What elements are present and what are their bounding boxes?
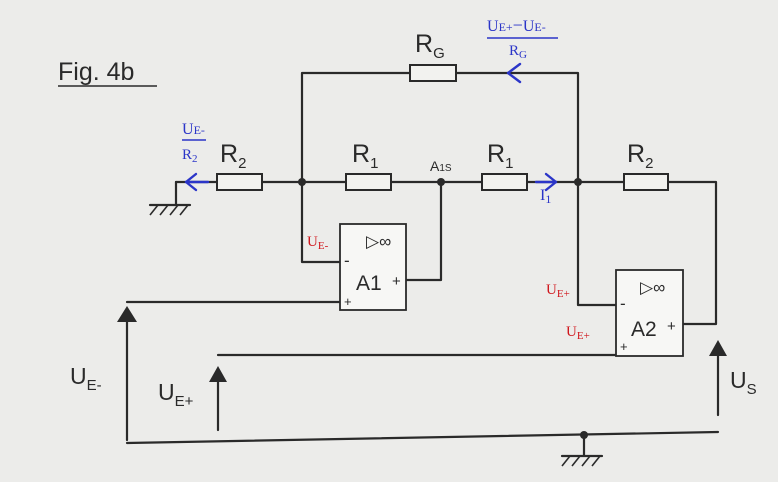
resistor-rg xyxy=(409,64,457,82)
opamp-a1-gain: ▷∞ xyxy=(366,232,391,251)
annotation-r2-current-denominator: R2 xyxy=(182,147,198,165)
opamp-a2-in-plus: + xyxy=(620,339,628,354)
label-r1-right: R1 xyxy=(487,140,513,172)
label-rg: RG xyxy=(415,30,445,62)
resistor-r1-left xyxy=(345,173,392,191)
wire-a2-minus xyxy=(576,180,618,307)
annotation-rg-current-numerator: UE+−UE- xyxy=(487,15,546,35)
label-r2-left: R2 xyxy=(220,140,246,172)
opamp-a2-minus: - xyxy=(620,294,626,313)
label-ue-minus: UE- xyxy=(70,363,102,394)
wire-rg-left xyxy=(300,71,412,184)
figure-label: Fig. 4b xyxy=(58,58,134,86)
label-ue-plus: UE+ xyxy=(158,379,194,410)
label-r1-left: R1 xyxy=(352,140,378,172)
annotation-r2-current-numerator: UE- xyxy=(182,121,205,138)
annotation-i1: I1 xyxy=(540,187,551,206)
wire-a1-output xyxy=(404,180,443,282)
ground-hatch xyxy=(159,204,169,216)
wire-a2-feedback xyxy=(666,180,718,326)
ground-hatch xyxy=(561,455,571,467)
label-node-a1s: A1S xyxy=(430,158,452,174)
opamp-a1 xyxy=(339,223,407,311)
opamp-a2-out-plus: + xyxy=(667,318,676,335)
annotation-rg-current-denominator: RG xyxy=(509,43,527,61)
junction-dot xyxy=(437,178,445,186)
opamp-a1-out-plus: + xyxy=(392,273,401,290)
resistor-r2-left xyxy=(216,173,263,191)
arrow-ue-plus-head xyxy=(209,366,227,382)
junction-dot xyxy=(574,178,582,186)
wire-a1-minus xyxy=(300,180,342,264)
opamp-a1-name: A1 xyxy=(356,272,382,295)
arrow-rg-current xyxy=(506,62,522,84)
resistor-r2-right xyxy=(623,173,669,191)
opamp-a1-minus: - xyxy=(344,251,350,270)
opamp-a2-name: A2 xyxy=(631,318,657,341)
arrow-ue-minus-head xyxy=(117,306,137,322)
annotation-a1-minus-voltage: UE- xyxy=(307,234,329,252)
label-us: US xyxy=(730,367,757,398)
ground-hatch xyxy=(169,204,179,216)
ground-hatch xyxy=(149,204,159,216)
ground-hatch xyxy=(581,455,591,467)
ground-hatch xyxy=(179,204,189,216)
opamp-a2-gain: ▷∞ xyxy=(640,278,665,297)
junction-dot xyxy=(298,178,306,186)
annotation-a2-plus-voltage: UE+ xyxy=(566,324,590,342)
arrow-us-head xyxy=(709,340,727,356)
label-r2-right: R2 xyxy=(627,140,653,172)
opamp-a2 xyxy=(615,269,684,357)
resistor-r1-right xyxy=(481,173,528,191)
wire-ground-rail xyxy=(125,430,720,445)
annotation-a2-minus-voltage: UE+ xyxy=(546,282,570,300)
opamp-a1-in-plus: + xyxy=(344,294,352,309)
ground-hatch xyxy=(571,455,581,467)
ground-hatch xyxy=(591,455,601,467)
junction-dot xyxy=(580,431,588,439)
wire-rg-right xyxy=(454,71,580,184)
